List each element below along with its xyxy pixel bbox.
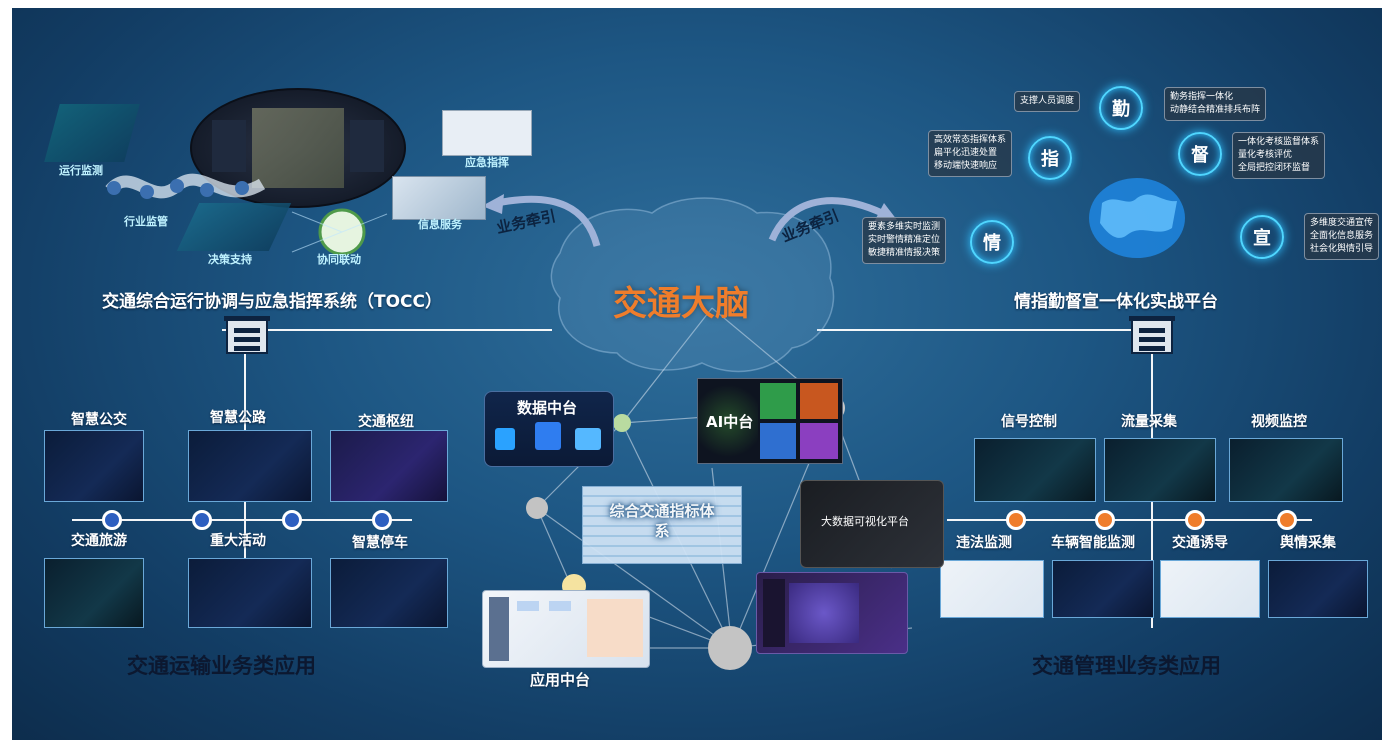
transport-top-label-1: 智慧公路 xyxy=(210,410,266,426)
smart-highway-screen xyxy=(188,430,312,502)
guidance-screen xyxy=(1160,560,1260,618)
management-bottom-label-1: 车辆智能监测 xyxy=(1051,535,1135,551)
bigdata-title: 大数据可视化平台 xyxy=(821,515,909,528)
transport-node xyxy=(372,510,392,530)
violation-screen xyxy=(940,560,1044,618)
tocc-item-4: 信息服务 xyxy=(418,218,462,231)
center-title: 交通大脑 xyxy=(613,284,749,324)
major-event-screen xyxy=(188,558,312,628)
transport-apps-title: 交通运输业务类应用 xyxy=(127,654,316,678)
data-center-card: 数据中台 xyxy=(484,391,614,467)
sentiment-screen xyxy=(1268,560,1368,618)
platform-box-3: 一体化考核监督体系 量化考核评优 全局把控闭环监督 xyxy=(1232,132,1326,179)
cooperation-hub xyxy=(291,208,388,256)
ai-center-card: AI中台 xyxy=(697,378,843,464)
globe-icon xyxy=(1089,178,1185,258)
smart-parking-screen xyxy=(330,558,448,628)
vehicle-monitor-screen xyxy=(1052,560,1154,618)
side-panel xyxy=(212,120,246,172)
transport-node xyxy=(102,510,122,530)
building-icon xyxy=(1129,316,1175,354)
ring-zhi: 指 xyxy=(1028,136,1072,180)
app-center-card xyxy=(482,590,650,668)
platform-box-4: 要素多维实时监测 实时警情精准定位 敏捷精准情报决策 xyxy=(862,217,947,264)
management-bottom-label-0: 违法监测 xyxy=(956,535,1012,551)
platform-box-5: 多维度交通宣传 全面化信息服务 社会化舆情引导 xyxy=(1304,213,1380,260)
bigdata-card: 大数据可视化平台 xyxy=(800,480,944,568)
ring-du: 督 xyxy=(1178,132,1222,176)
management-apps-title: 交通管理业务类应用 xyxy=(1032,654,1221,678)
emergency-screens xyxy=(442,110,532,156)
network-graphic xyxy=(698,379,758,463)
ring-qing: 情 xyxy=(970,220,1014,264)
platform-box-2: 高效常态指挥体系 扁平化迅速处置 移动端快速响应 xyxy=(928,130,1013,177)
diagram-canvas: 交通大脑 业务牵引 业务牵引 运行监测 行业监管 决策支持 协同联动 信息服务 … xyxy=(12,8,1382,740)
transport-node xyxy=(282,510,302,530)
management-top-label-0: 信号控制 xyxy=(1001,414,1057,430)
management-bottom-label-3: 舆情采集 xyxy=(1280,535,1336,551)
transport-bottom-label-2: 智慧停车 xyxy=(352,535,408,551)
transport-top-label-0: 智慧公交 xyxy=(71,412,127,428)
platform-box-1: 勤务指挥一体化 动静结合精准排兵布阵 xyxy=(1164,87,1267,121)
indicator-system-title: 综合交通指标体系 xyxy=(609,502,715,540)
server-icon xyxy=(495,428,515,450)
management-node xyxy=(1006,510,1026,530)
management-node xyxy=(1095,510,1115,530)
indicator-system-card: 综合交通指标体系 xyxy=(582,486,742,564)
platform-title: 情指勤督宣一体化实战平台 xyxy=(1014,292,1218,312)
supervision-chain xyxy=(105,173,266,199)
database-icon xyxy=(535,422,561,450)
ai-center-title: AI中台 xyxy=(706,413,754,431)
tourism-screen xyxy=(44,558,144,628)
flow-collection-screen xyxy=(1104,438,1216,502)
smart-bus-screen xyxy=(44,430,144,502)
transport-top-label-2: 交通枢纽 xyxy=(358,414,414,430)
transport-hub-screen xyxy=(330,430,448,502)
transport-bottom-label-1: 重大活动 xyxy=(210,533,266,549)
management-top-label-1: 流量采集 xyxy=(1121,414,1177,430)
dashboard-card xyxy=(756,572,908,654)
tocc-item-1: 行业监管 xyxy=(124,215,168,228)
tocc-item-3: 协同联动 xyxy=(317,253,361,266)
building-icon xyxy=(224,316,270,354)
management-node xyxy=(1185,510,1205,530)
info-service-screens xyxy=(392,176,486,220)
map-screen xyxy=(252,108,344,188)
ring-xuan: 宣 xyxy=(1240,215,1284,259)
app-center-title: 应用中台 xyxy=(530,671,591,689)
laptop-icon xyxy=(575,428,601,450)
operation-monitor-panel xyxy=(44,104,140,162)
tocc-item-5: 应急指挥 xyxy=(465,156,509,169)
management-top-label-2: 视频监控 xyxy=(1251,414,1307,430)
side-panel xyxy=(350,120,384,172)
data-center-title: 数据中台 xyxy=(517,399,578,417)
tocc-title: 交通综合运行协调与应急指挥系统（TOCC） xyxy=(102,292,442,312)
video-monitor-screen xyxy=(1229,438,1343,502)
management-bottom-label-2: 交通诱导 xyxy=(1172,535,1228,551)
transport-node xyxy=(192,510,212,530)
tocc-item-2: 决策支持 xyxy=(208,253,252,266)
ring-qin: 勤 xyxy=(1099,86,1143,130)
signal-control-screen xyxy=(974,438,1096,502)
tocc-item-0: 运行监测 xyxy=(59,164,103,177)
platform-box-0: 支撑人员调度 xyxy=(1014,91,1081,112)
transport-bottom-label-0: 交通旅游 xyxy=(71,533,127,549)
management-node xyxy=(1277,510,1297,530)
